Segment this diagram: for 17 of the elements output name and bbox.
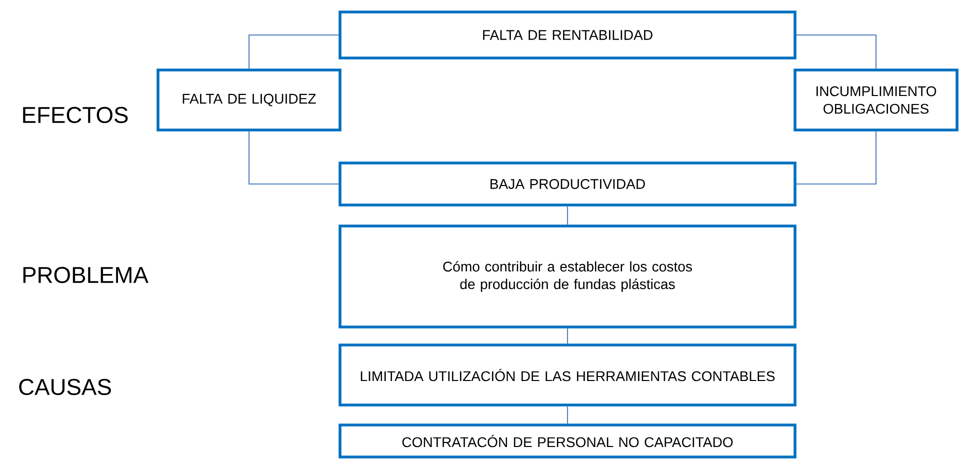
text-box: CONTRATACÓN DE PERSONAL NO CAPACITADO [338, 424, 796, 458]
text-box: Cómo contribuir a establecer los costos de producción de fundas plásticas [338, 224, 796, 328]
text-box: FALTA DE LIQUIDEZ [156, 68, 342, 132]
connector-line [248, 34, 339, 69]
connector-line [566, 206, 568, 225]
connector-line [566, 328, 568, 344]
connector-line [796, 34, 877, 69]
text-box: INCUMPLIMIENTO OBLIGACIONES [794, 68, 958, 132]
connector-line [796, 131, 877, 185]
connector-line [566, 406, 568, 424]
text-box: LIMITADA UTILIZACIÓN DE LAS HERRAMIENTAS CONTABLES [338, 344, 796, 406]
section-label: PROBLEMA [23, 266, 148, 284]
connector-line [248, 131, 339, 185]
text-box: FALTA DE RENTABILIDAD [338, 10, 796, 60]
section-label: EFECTOS [23, 106, 128, 124]
text-box: BAJA PRODUCTIVIDAD [338, 162, 796, 206]
section-label: CAUSAS [19, 378, 111, 396]
